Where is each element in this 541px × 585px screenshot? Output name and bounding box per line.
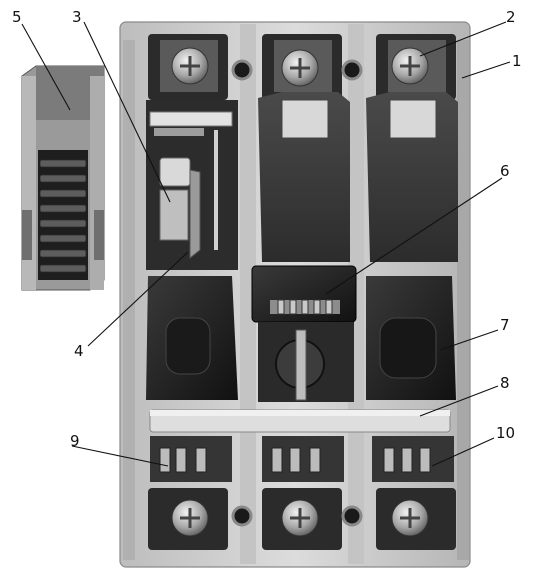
- leader-5: [21, 23, 71, 111]
- callout-3: 3: [72, 8, 82, 26]
- leader-1: [461, 61, 511, 79]
- leader-3: [83, 21, 171, 203]
- mounting-hole-icon: [231, 505, 253, 527]
- callout-10: 10: [496, 424, 515, 442]
- callout-6: 6: [500, 162, 510, 180]
- callout-7: 7: [500, 316, 510, 334]
- pole-covers: [258, 92, 458, 262]
- callout-labels: 1 2 3 4 5 6 7 8 9 10: [12, 8, 522, 450]
- leader-6: [325, 177, 503, 295]
- top-terminal-left: [148, 34, 228, 100]
- bottom-terminals: [148, 488, 456, 550]
- callout-8: 8: [500, 374, 510, 392]
- crossbar: [149, 409, 451, 433]
- top-terminals: [148, 34, 456, 100]
- operating-mechanism: [251, 265, 357, 402]
- arc-extinguishing-chamber: [379, 317, 437, 379]
- bimetal-element: [159, 157, 191, 187]
- callout-2: 2: [506, 8, 516, 26]
- callout-4: 4: [74, 342, 84, 360]
- callout-9: 9: [70, 432, 80, 450]
- callout-5: 5: [12, 8, 22, 26]
- mounting-hole-icon: [341, 505, 363, 527]
- left-pole-mechanism: [146, 100, 238, 270]
- leader-2: [419, 21, 507, 57]
- mounting-hole-icon: [231, 59, 253, 81]
- leader-10: [431, 437, 495, 467]
- leader-7: [439, 329, 499, 351]
- contact-blocks: [146, 276, 456, 400]
- arc-chute-grid-part: [21, 65, 105, 291]
- leader-9: [71, 445, 169, 467]
- leader-4: [87, 251, 189, 347]
- trip-lever: [189, 169, 201, 260]
- top-terminal-middle: [262, 34, 342, 100]
- arc-chute-plates: [39, 159, 87, 273]
- release-units: [150, 436, 454, 482]
- callout-1: 1: [512, 52, 522, 70]
- leader-8: [419, 385, 499, 417]
- top-terminal-right: [376, 34, 456, 100]
- leader-lines: [21, 21, 511, 467]
- mounting-hole-icon: [341, 59, 363, 81]
